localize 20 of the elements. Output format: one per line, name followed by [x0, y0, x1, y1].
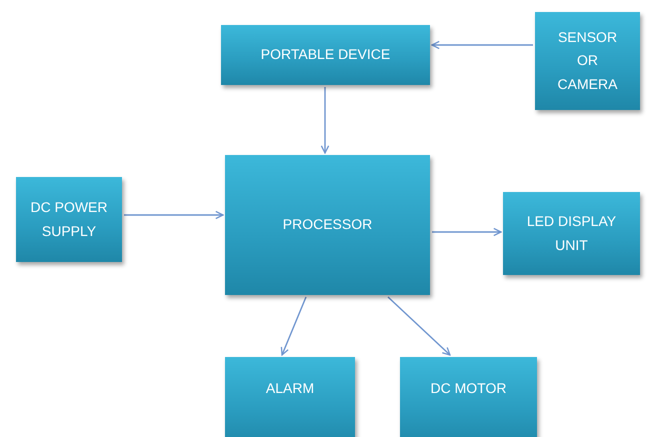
arrow: [432, 228, 502, 236]
arrow: [388, 296, 451, 356]
box-label: PORTABLE DEVICE: [260, 45, 392, 64]
box-label: ALARM: [264, 379, 316, 398]
arrow: [280, 296, 307, 356]
process-box: [225, 155, 430, 295]
process-box: [400, 357, 537, 437]
arrow: [124, 210, 224, 220]
box-label: PROCESSOR: [282, 215, 374, 234]
box-label: DC POWER SUPPLY: [30, 198, 108, 240]
arrow: [431, 40, 533, 50]
process-box: [503, 192, 640, 275]
process-box: [221, 25, 430, 85]
box-label: DC MOTOR: [430, 379, 508, 398]
box-label: SENSOR OR CAMERA: [556, 28, 618, 94]
box-label: LED DISPLAY UNIT: [526, 212, 618, 254]
process-box: [16, 177, 122, 262]
arrow: [320, 87, 330, 154]
process-box: [225, 357, 355, 437]
process-box: [535, 12, 640, 110]
